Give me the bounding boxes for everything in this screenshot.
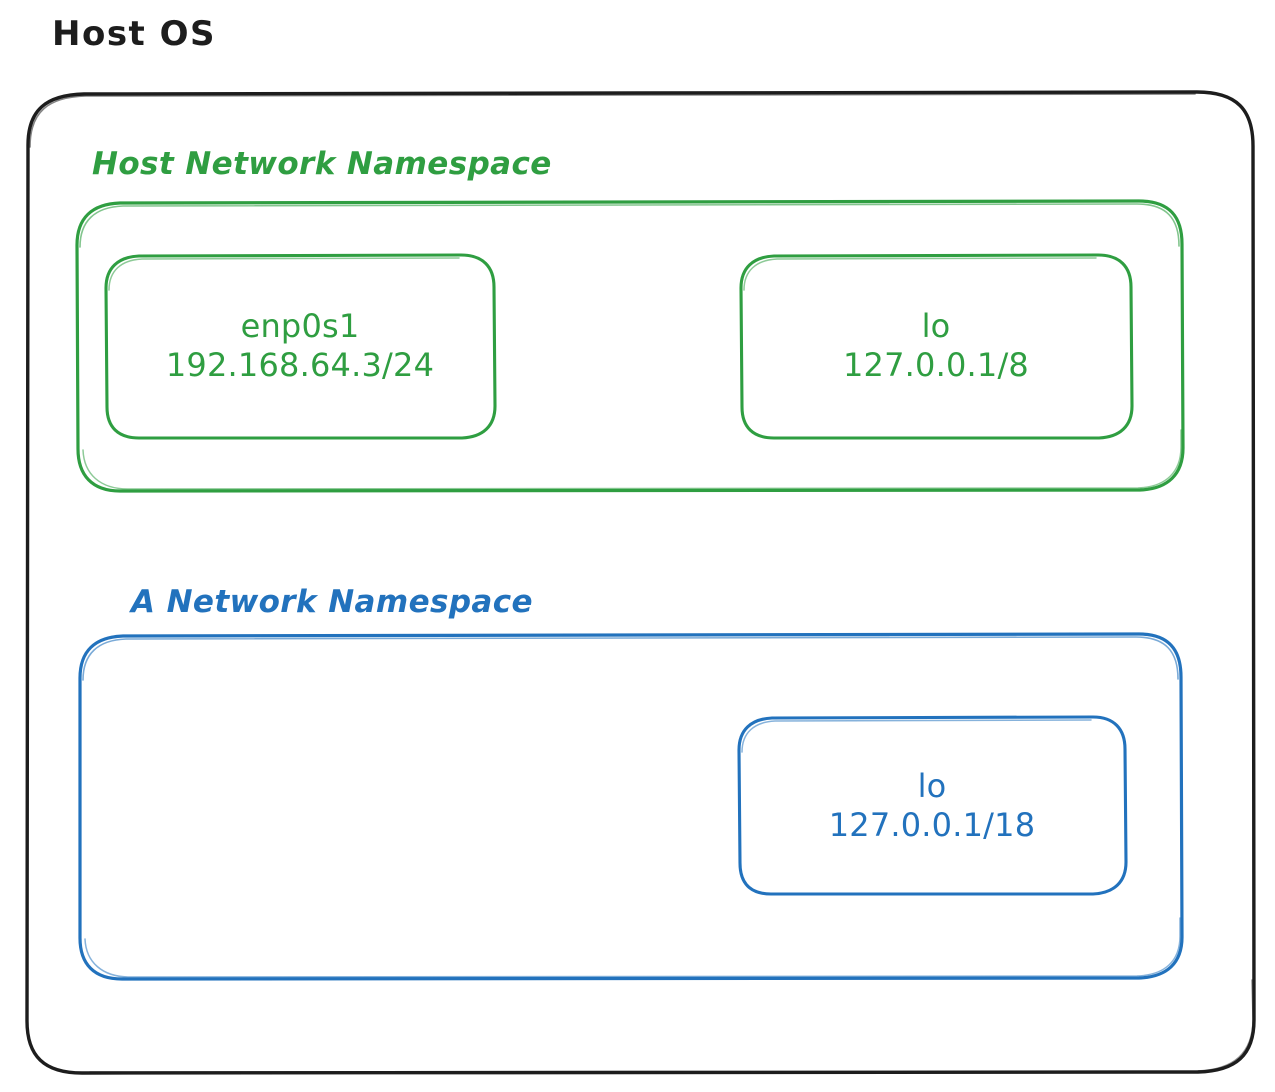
- interface-name-enp0s1: enp0s1: [240, 306, 360, 345]
- host-network-namespace-box: [75, 199, 1185, 493]
- interface-label-host-lo: lo 127.0.0.1/8: [740, 255, 1132, 437]
- interface-label-ns-lo: lo 127.0.0.1/18: [738, 718, 1126, 894]
- interface-address-ns-lo: 127.0.0.1/18: [828, 806, 1036, 844]
- interface-name-ns-lo: lo: [917, 766, 947, 805]
- interface-box-enp0s1: [104, 253, 497, 440]
- interface-address-host-lo: 127.0.0.1/8: [842, 346, 1029, 384]
- interface-box-host-lo: [739, 253, 1134, 440]
- interface-name-host-lo: lo: [921, 306, 951, 345]
- a-network-namespace-box: [78, 632, 1184, 981]
- interface-address-enp0s1: 192.168.64.3/24: [165, 346, 435, 384]
- a-network-namespace-label: A Network Namespace: [131, 584, 533, 620]
- host-network-namespace-label: Host Network Namespace: [92, 146, 552, 182]
- interface-box-ns-lo: [737, 715, 1128, 896]
- interface-label-enp0s1: enp0s1 192.168.64.3/24: [105, 255, 495, 437]
- host-os-container: [25, 90, 1256, 1075]
- page-title: Host OS: [52, 14, 217, 54]
